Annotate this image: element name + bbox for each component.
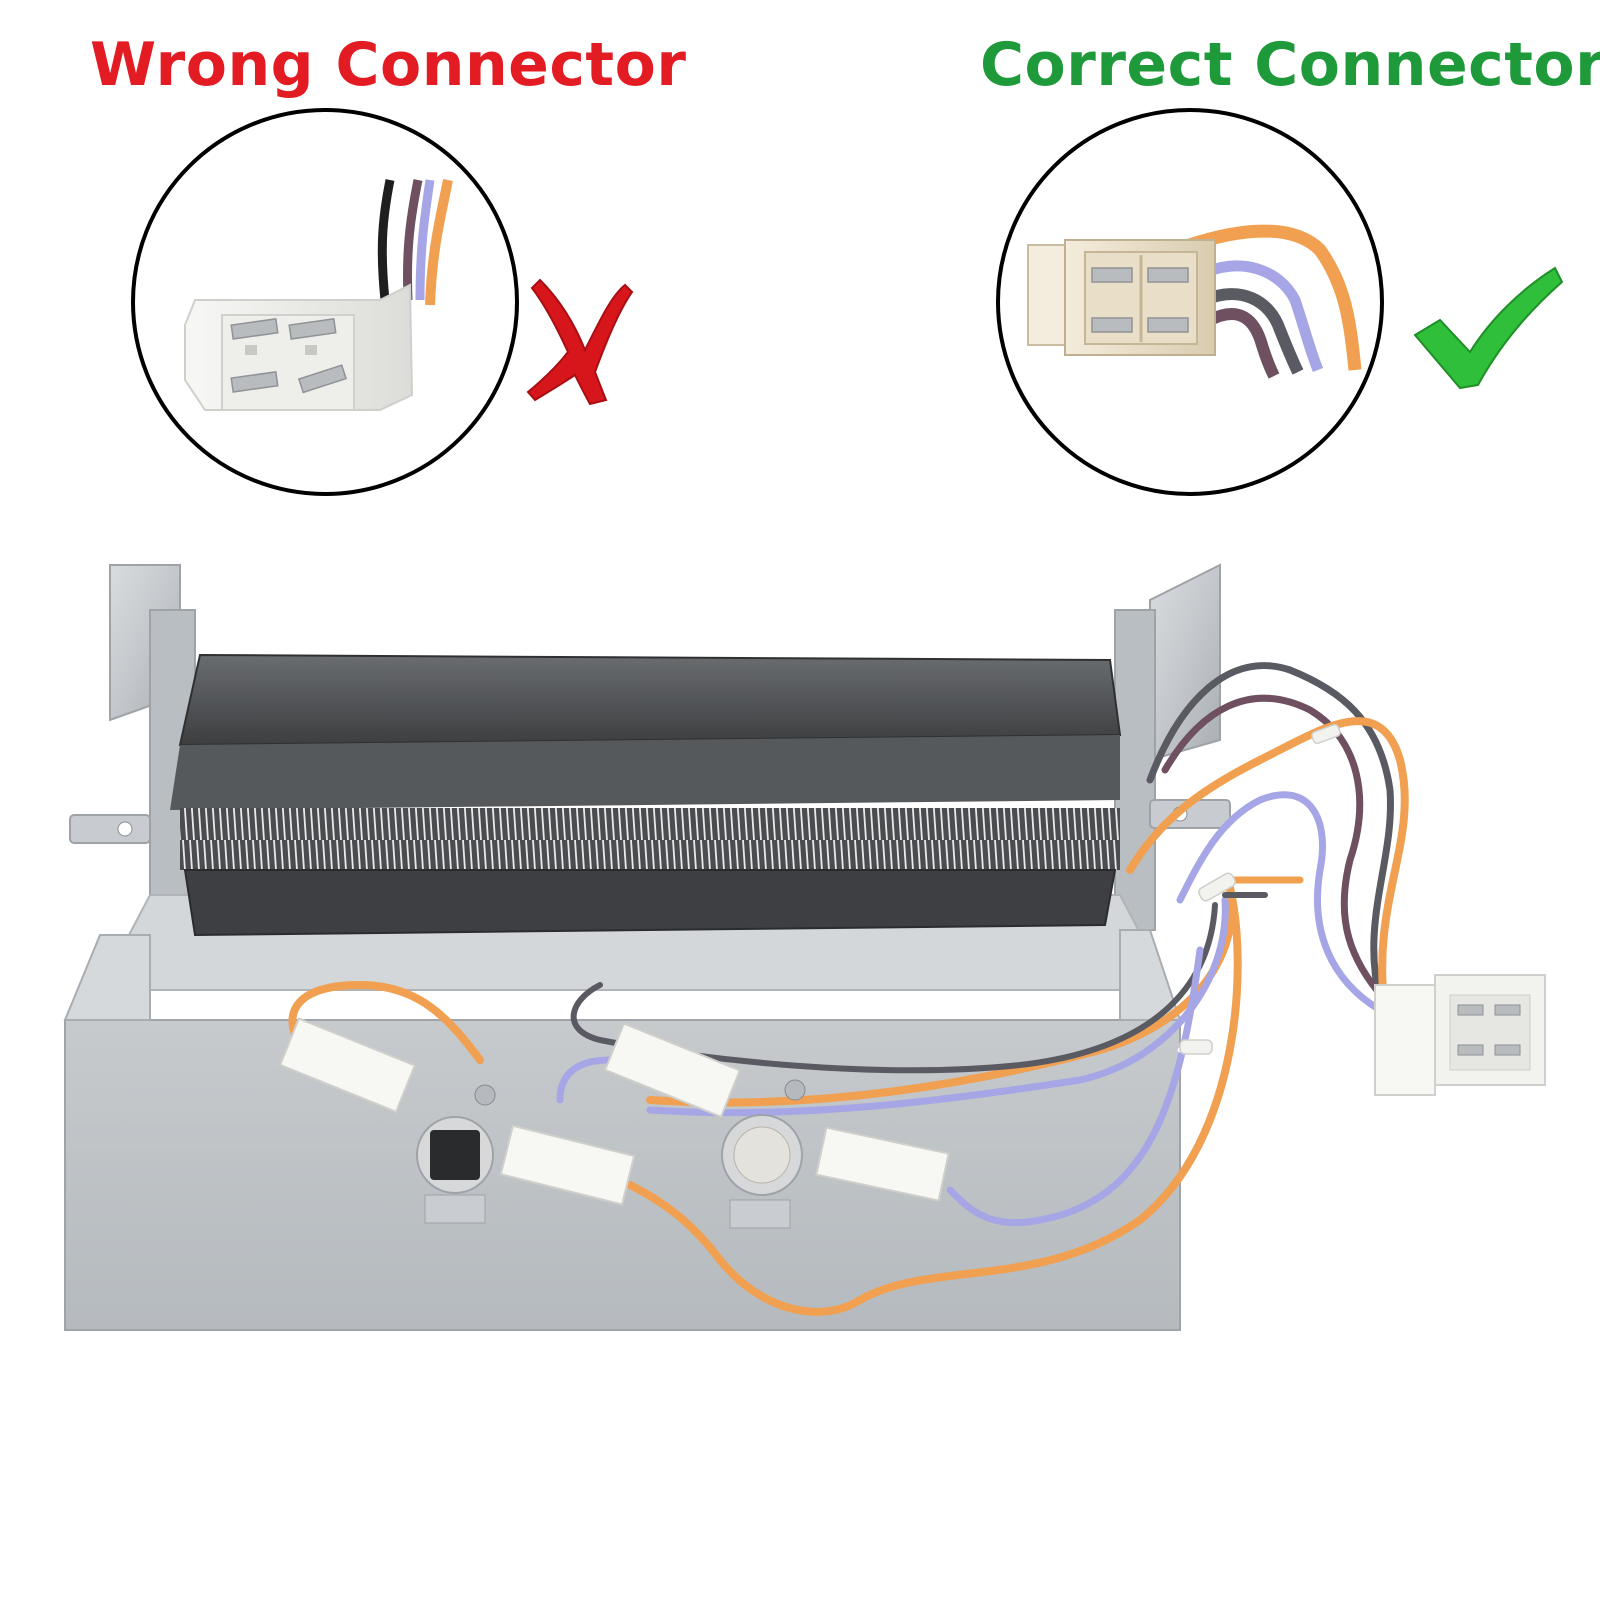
- correct-connector-inset: [996, 108, 1384, 496]
- harness-connector: [1374, 974, 1546, 1096]
- correct-connector-title: Correct Connector: [980, 30, 1600, 100]
- checkmark-icon: [1413, 266, 1564, 390]
- thermostat-left: [416, 1084, 496, 1224]
- cable-ties: [1179, 723, 1341, 1055]
- terminal-sleeves: [278, 1017, 950, 1206]
- heater-element-assembly: [63, 563, 1231, 1331]
- cross-icon: [526, 278, 634, 406]
- wrong-connector-title: Wrong Connector: [90, 30, 687, 100]
- wrong-connector-inset: [131, 108, 519, 496]
- thermostat-right: [721, 1079, 806, 1229]
